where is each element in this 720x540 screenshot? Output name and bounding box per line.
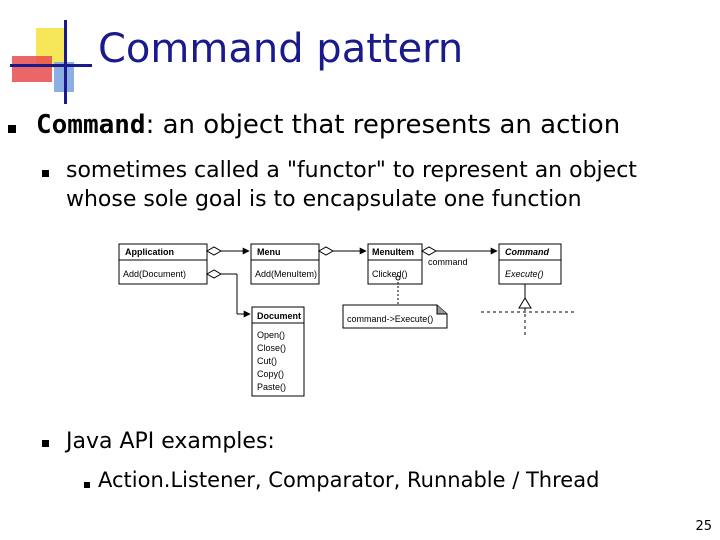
slide-title: Command pattern (98, 26, 464, 72)
menuitem-class-name: MenuItem (372, 247, 414, 257)
application-class-name: Application (125, 247, 174, 257)
bullet-marker (8, 125, 16, 133)
command-class-name: Command (505, 247, 550, 257)
aggregation-diamond-icon (205, 269, 223, 279)
aggregation-diamond-icon (317, 246, 335, 256)
document-op: Close() (257, 343, 286, 353)
menu-class: Menu Add(MenuItem) (250, 243, 320, 285)
command-pattern-diagram: Application Add(Document) Menu Add(MenuI… (118, 243, 575, 397)
command-class: Command Execute() (498, 243, 562, 285)
application-class-op: Add(Document) (123, 269, 186, 279)
bullet-marker (84, 482, 90, 488)
document-class-name: Document (257, 311, 301, 321)
note-text: command->Execute() (347, 314, 433, 324)
application-class: Application Add(Document) (118, 243, 208, 285)
aggregation-diamond-icon (420, 246, 438, 256)
sub-bullet-line1: sometimes called a "functor" to represen… (66, 158, 637, 183)
slide-logo-icon (10, 20, 92, 104)
menuitem-class-op: Clicked() (372, 269, 408, 279)
page-number: 25 (695, 519, 712, 534)
menu-class-name: Menu (257, 247, 281, 257)
main-bullet-text: : an object that represents an action (145, 110, 621, 140)
note-box: command->Execute() (342, 304, 448, 329)
inheritance-triangle-icon (518, 297, 532, 309)
bullet-marker (42, 440, 49, 447)
sub-sub-bullet-examples: Action.Listener, Comparator, Runnable / … (98, 468, 600, 492)
menuitem-class: MenuItem Clicked() (367, 243, 423, 285)
main-bullet-term: Command (36, 110, 146, 140)
menu-class-op: Add(MenuItem) (255, 269, 317, 279)
document-class: Document Open() Close() Cut() Copy() Pas… (251, 306, 305, 397)
document-op: Cut() (257, 356, 277, 366)
aggregation-diamond-icon (205, 246, 223, 256)
command-class-op: Execute() (505, 269, 544, 279)
sub-bullet-java-api: Java API examples: (66, 429, 275, 454)
sub-bullet-functor: sometimes called a "functor" to represen… (66, 156, 637, 214)
document-op: Paste() (257, 382, 286, 392)
bullet-marker (42, 170, 49, 177)
document-op: Open() (257, 330, 285, 340)
sub-bullet-line2: whose sole goal is to encapsulate one fu… (66, 187, 582, 212)
main-bullet: Command: an object that represents an ac… (36, 110, 620, 140)
document-op: Copy() (257, 369, 284, 379)
association-label: command (428, 257, 468, 267)
